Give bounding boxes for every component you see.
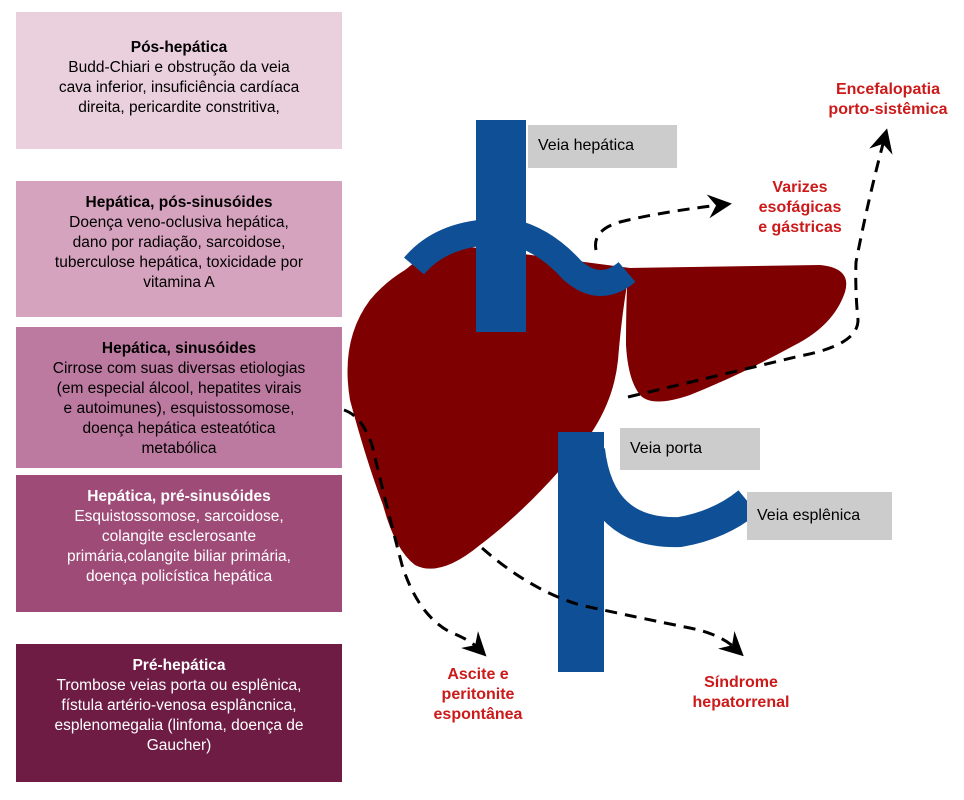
category-line: direita, pericardite constritiva, [78,99,280,116]
liver-left-lobe [347,247,630,569]
category-title: Pós-hepática [130,39,228,56]
hepatic-vein-right-branch [508,219,636,296]
category-box-pre-hepatica: Pré-hepática Trombose veias porta ou esp… [16,644,342,782]
complication-ascites: Ascite e peritonite espontânea [415,665,541,725]
arrow-to-ascites [343,408,487,657]
category-box-pos-hepatica: Pós-hepática Budd-Chiari e obstrução da … [16,12,342,149]
complication-line: Síndrome [704,674,778,691]
portal-vein-label: Veia porta [620,428,760,470]
category-title: Hepática, sinusóides [101,340,257,357]
arrow-to-varices [594,194,732,251]
category-line: cava inferior, insuficiência cardíaca [58,79,300,96]
complication-line: e gástricas [758,219,842,236]
complication-line: Ascite e [447,666,509,683]
category-line: Doença veno-oclusiva hepática, [69,214,289,231]
arrow-to-encephalopathy [627,128,893,399]
complication-line: espontânea [433,706,523,723]
category-line: Trombose veias porta ou esplênica, [56,677,302,694]
category-line: Budd-Chiari e obstrução da veia [68,59,290,76]
complication-line: Encefalopatia [835,81,941,98]
hepatic-vein-left-branch [404,219,492,275]
complication-line: hepatorrenal [692,694,790,711]
complication-line: esofágicas [758,199,842,216]
arrow-to-hepatorenal [481,546,744,657]
splenic-vein-label: Veia esplênica [747,492,892,540]
category-line: Esquistossomose, sarcoidose, [74,508,284,525]
category-line: metabólica [141,440,217,457]
category-line: doença policística hepática [85,568,273,585]
category-title: Pré-hepática [132,657,226,674]
category-line: doença hepática esteatótica [82,420,276,437]
category-line: esplenomegalia (linfoma, doença de [54,717,304,734]
category-box-hepatica-pos-sinusoides: Hepática, pós-sinusóides Doença veno-ocl… [16,181,342,317]
complication-line: Varizes [772,179,828,196]
complication-hepatorenal: Síndrome hepatorrenal [668,673,814,713]
category-line: colangite esclerosante [101,528,257,545]
splenic-vein [575,447,758,548]
category-line: vitamina A [143,274,215,291]
category-box-hepatica-pre-sinusoides: Hepática, pré-sinusóides Esquistossomose… [16,475,342,612]
category-line: Gaucher) [146,737,212,754]
category-title: Hepática, pós-sinusóides [85,194,273,211]
complication-varices: Varizes esofágicas e gástricas [740,178,860,238]
liver-right-lobe [626,265,847,402]
category-line: e autoimunes), esquistossomose, [63,400,295,417]
category-line: tuberculose hepática, toxicidade por [54,254,304,271]
complication-encephalopathy: Encefalopatia porto-sistêmica [808,80,964,120]
category-title: Hepática, pré-sinusóides [87,488,271,505]
category-line: dano por radiação, sarcoidose, [72,234,286,251]
category-line: primária,colangite biliar primária, [67,548,291,565]
category-line: Cirrose com suas diversas etiologias [52,360,306,377]
category-box-hepatica-sinusoides: Hepática, sinusóides Cirrose com suas di… [16,327,342,468]
hepatic-vein-label: Veia hepática [528,125,677,168]
category-line: fístula artério-venosa esplâncnica, [61,697,297,714]
category-line: (em especial álcool, hepatites virais [56,380,302,397]
complication-line: peritonite [441,686,515,703]
complication-line: porto-sistêmica [828,101,948,118]
